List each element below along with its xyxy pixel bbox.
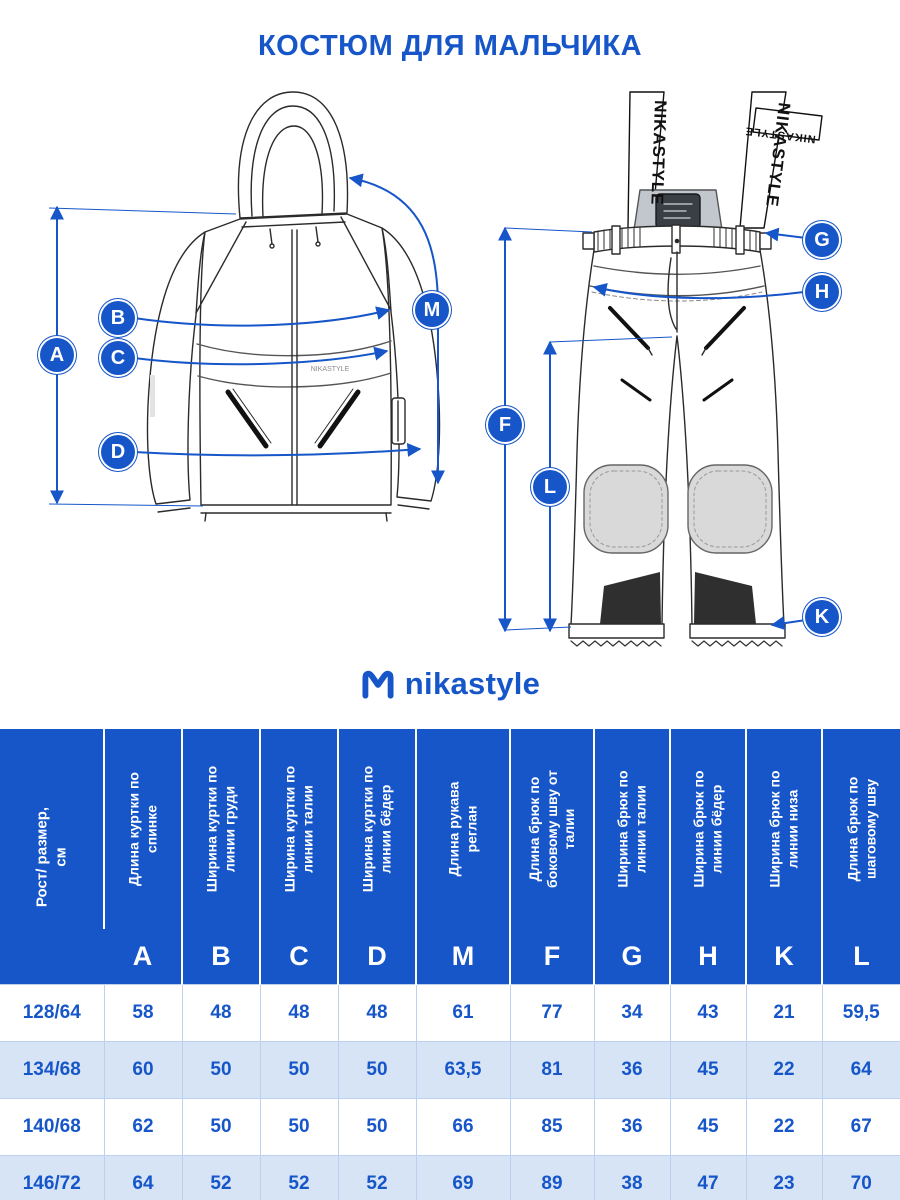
measure-label-a: A — [40, 338, 74, 372]
table-row: 134/68 60 50 50 50 63,5 81 36 45 22 64 — [0, 1041, 900, 1099]
measure-label-k: K — [805, 600, 839, 634]
measure-label-f: F — [488, 408, 522, 442]
col-letter-b: B — [181, 929, 260, 985]
jacket-diagram — [146, 91, 441, 522]
size-cell: 146/72 — [0, 1155, 105, 1200]
measure-label-b: B — [101, 301, 135, 335]
strap-brand-text-left: NIKASTYLE — [647, 100, 670, 206]
brand-logo-text: nikastyle — [404, 666, 541, 701]
col-header-c: Ширина куртки по линии талии — [259, 729, 338, 929]
garment-diagrams: NIKASTYLE — [48, 91, 823, 647]
col-letter-f: F — [509, 929, 594, 985]
col-header-m: Длина рукава реглан — [415, 729, 510, 929]
col-letter-m: M — [415, 929, 510, 985]
measure-label-g: G — [805, 223, 839, 257]
table-row: 146/72 64 52 52 52 69 89 38 47 23 70 — [0, 1155, 900, 1200]
col-header-size: Рост/ размер, см — [0, 729, 104, 985]
col-header-k: Ширина брюк по линии низа — [745, 729, 822, 929]
col-letter-a: A — [104, 929, 182, 985]
col-header-h: Ширина брюк по линии бёдер — [669, 729, 746, 929]
size-cell: 134/68 — [0, 1041, 105, 1099]
measure-label-h: H — [805, 275, 839, 309]
col-header-b: Ширина куртки по линии груди — [181, 729, 260, 929]
col-letter-c: C — [259, 929, 338, 985]
brand-logo: nikastyle — [0, 666, 900, 702]
jacket-brand-text: NIKASTYLE — [311, 366, 350, 373]
col-header-f: Длина брюк по боковому шву от талии — [509, 729, 594, 929]
size-table: Рост/ размер, см Длина куртки по спинке … — [0, 729, 900, 1200]
measure-label-m: M — [415, 293, 449, 327]
size-cell: 128/64 — [0, 984, 105, 1042]
col-header-g: Ширина брюк по линии талии — [593, 729, 670, 929]
page-title: КОСТЮМ ДЛЯ МАЛЬЧИКА — [257, 30, 643, 62]
measure-label-c: C — [101, 341, 135, 375]
col-letter-h: H — [669, 929, 746, 985]
measure-label-d: D — [101, 435, 135, 469]
measure-label-l: L — [533, 470, 567, 504]
table-row: 128/64 58 48 48 48 61 77 34 43 21 59,5 — [0, 984, 900, 1042]
col-header-l: Длина брюк по шаговому шву — [821, 729, 900, 929]
nikastyle-m-icon — [362, 670, 394, 699]
col-letter-k: K — [745, 929, 822, 985]
size-cell: 140/68 — [0, 1098, 105, 1156]
col-letter-l: L — [821, 929, 900, 985]
col-header-d: Ширина куртки по линии бёдер — [337, 729, 416, 929]
col-letter-d: D — [337, 929, 416, 985]
col-header-size-label: Рост/ размер, см — [32, 806, 69, 907]
col-header-a: Длина куртки по спинке — [103, 729, 182, 929]
col-letter-g: G — [593, 929, 670, 985]
table-row: 140/68 62 50 50 50 66 85 36 45 22 67 — [0, 1098, 900, 1156]
